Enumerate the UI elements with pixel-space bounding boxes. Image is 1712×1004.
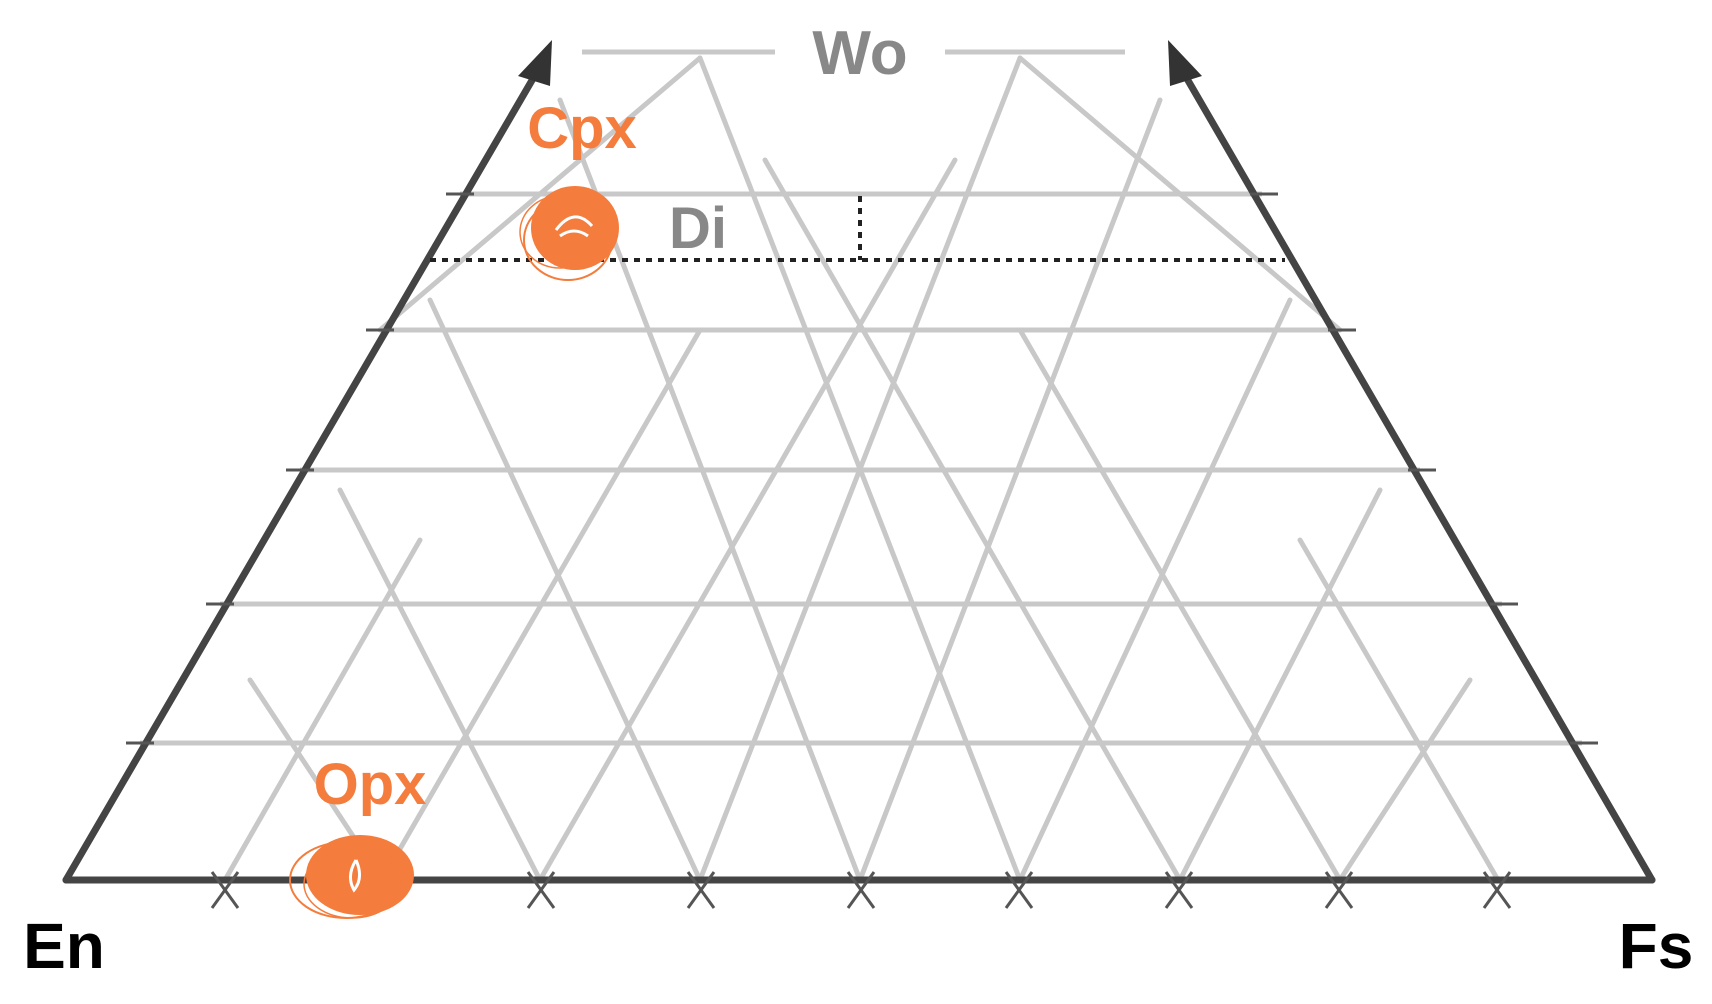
fs-label: Fs — [1619, 910, 1694, 982]
cpx-label: Cpx — [527, 96, 637, 161]
opx-cluster-detail — [349, 859, 361, 893]
grid-line-f3 — [762, 157, 1183, 883]
grid-line-f4 — [697, 55, 1023, 883]
opx-cluster-halo-2 — [303, 849, 401, 919]
grid-line-f7 — [337, 487, 543, 883]
grid-line-f2 — [1017, 327, 1343, 883]
en-label: En — [23, 910, 105, 982]
di-label: Di — [669, 196, 727, 261]
diopside-boundary — [430, 196, 1285, 262]
opx-cluster — [289, 835, 414, 919]
cpx-cluster-blob — [531, 186, 619, 270]
cpx-cluster-halo-2 — [519, 195, 601, 269]
grid-line-f1 — [1297, 537, 1501, 883]
grid-diagonal-lines — [222, 55, 1501, 883]
right-arrow-head-icon — [1168, 40, 1202, 86]
tick-b6b — [1164, 871, 1194, 909]
grid-line-f6 — [427, 297, 703, 883]
tick-b7b — [1324, 871, 1354, 909]
grid-line-d1 — [222, 537, 423, 883]
tick-b3b — [686, 871, 716, 909]
grid-line-f9 — [1017, 55, 1343, 333]
grid-line-d6 — [1017, 297, 1293, 883]
grid-line-d5 — [857, 97, 1163, 883]
opx-label: Opx — [314, 752, 427, 817]
tick-b1b — [210, 871, 240, 909]
tick-b5b — [1004, 871, 1034, 909]
tick-b2b — [526, 871, 556, 909]
cpx-cluster — [519, 186, 619, 281]
grid-line-d7 — [1177, 487, 1383, 883]
wo-label: Wo — [812, 19, 907, 88]
tick-b4b — [846, 871, 876, 909]
grid-line-d9 — [377, 55, 703, 333]
grid-line-d8 — [1337, 677, 1473, 883]
cpx-cluster-detail — [554, 215, 594, 238]
tick-b8b — [1482, 871, 1512, 909]
tick-marks — [126, 192, 1598, 909]
grid-line-d3 — [537, 157, 958, 883]
grid-line-d2 — [379, 327, 703, 883]
left-arrow-head-icon — [518, 40, 552, 86]
cpx-cluster-halo — [523, 199, 613, 281]
